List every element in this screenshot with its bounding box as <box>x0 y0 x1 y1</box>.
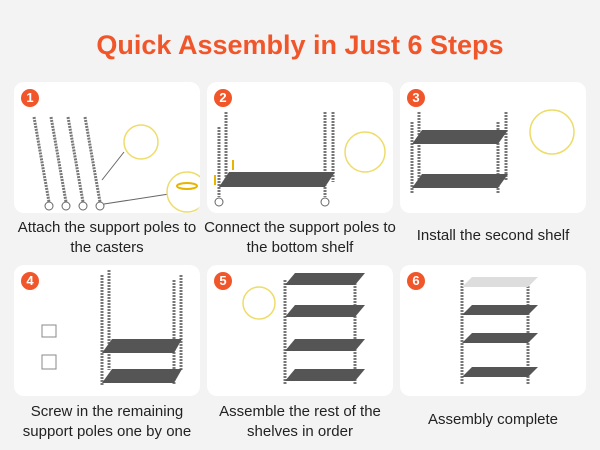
step-3-card: 3 <box>400 82 586 213</box>
poles-and-casters-illustration <box>32 116 200 213</box>
step-4-caption: Screw in the remaining support poles one… <box>22 403 192 440</box>
step-number-badge: 3 <box>407 89 425 107</box>
second-shelf-illustration <box>410 109 575 194</box>
step-4-card: 4 <box>14 265 200 396</box>
step-number-badge: 5 <box>214 272 232 290</box>
step-number-badge: 6 <box>407 272 425 290</box>
step-1-caption: Attach the support poles to the casters <box>17 219 197 256</box>
step-6-card: 6 <box>400 265 586 396</box>
step-2-card: 2 <box>207 82 393 213</box>
complete-shelf-illustration <box>460 277 538 385</box>
step-5-card: 5 <box>207 265 393 396</box>
step-3-caption: Install the second shelf <box>416 227 570 244</box>
screw-poles-illustration <box>41 270 183 385</box>
step-5-caption: Assemble the rest of the shelves in orde… <box>219 403 381 440</box>
page-title: Quick Assembly in Just 6 Steps <box>96 30 504 60</box>
step-number-badge: 4 <box>21 272 39 290</box>
step-2-caption: Connect the support poles to the bottom … <box>204 219 396 256</box>
step-1-card: 1 <box>14 82 200 213</box>
step-6-caption: Assembly complete <box>427 411 559 428</box>
step-number-badge: 1 <box>21 89 39 107</box>
step-number-badge: 2 <box>214 89 232 107</box>
bottom-shelf-illustration <box>214 112 386 207</box>
rest-shelves-illustration <box>242 273 365 385</box>
